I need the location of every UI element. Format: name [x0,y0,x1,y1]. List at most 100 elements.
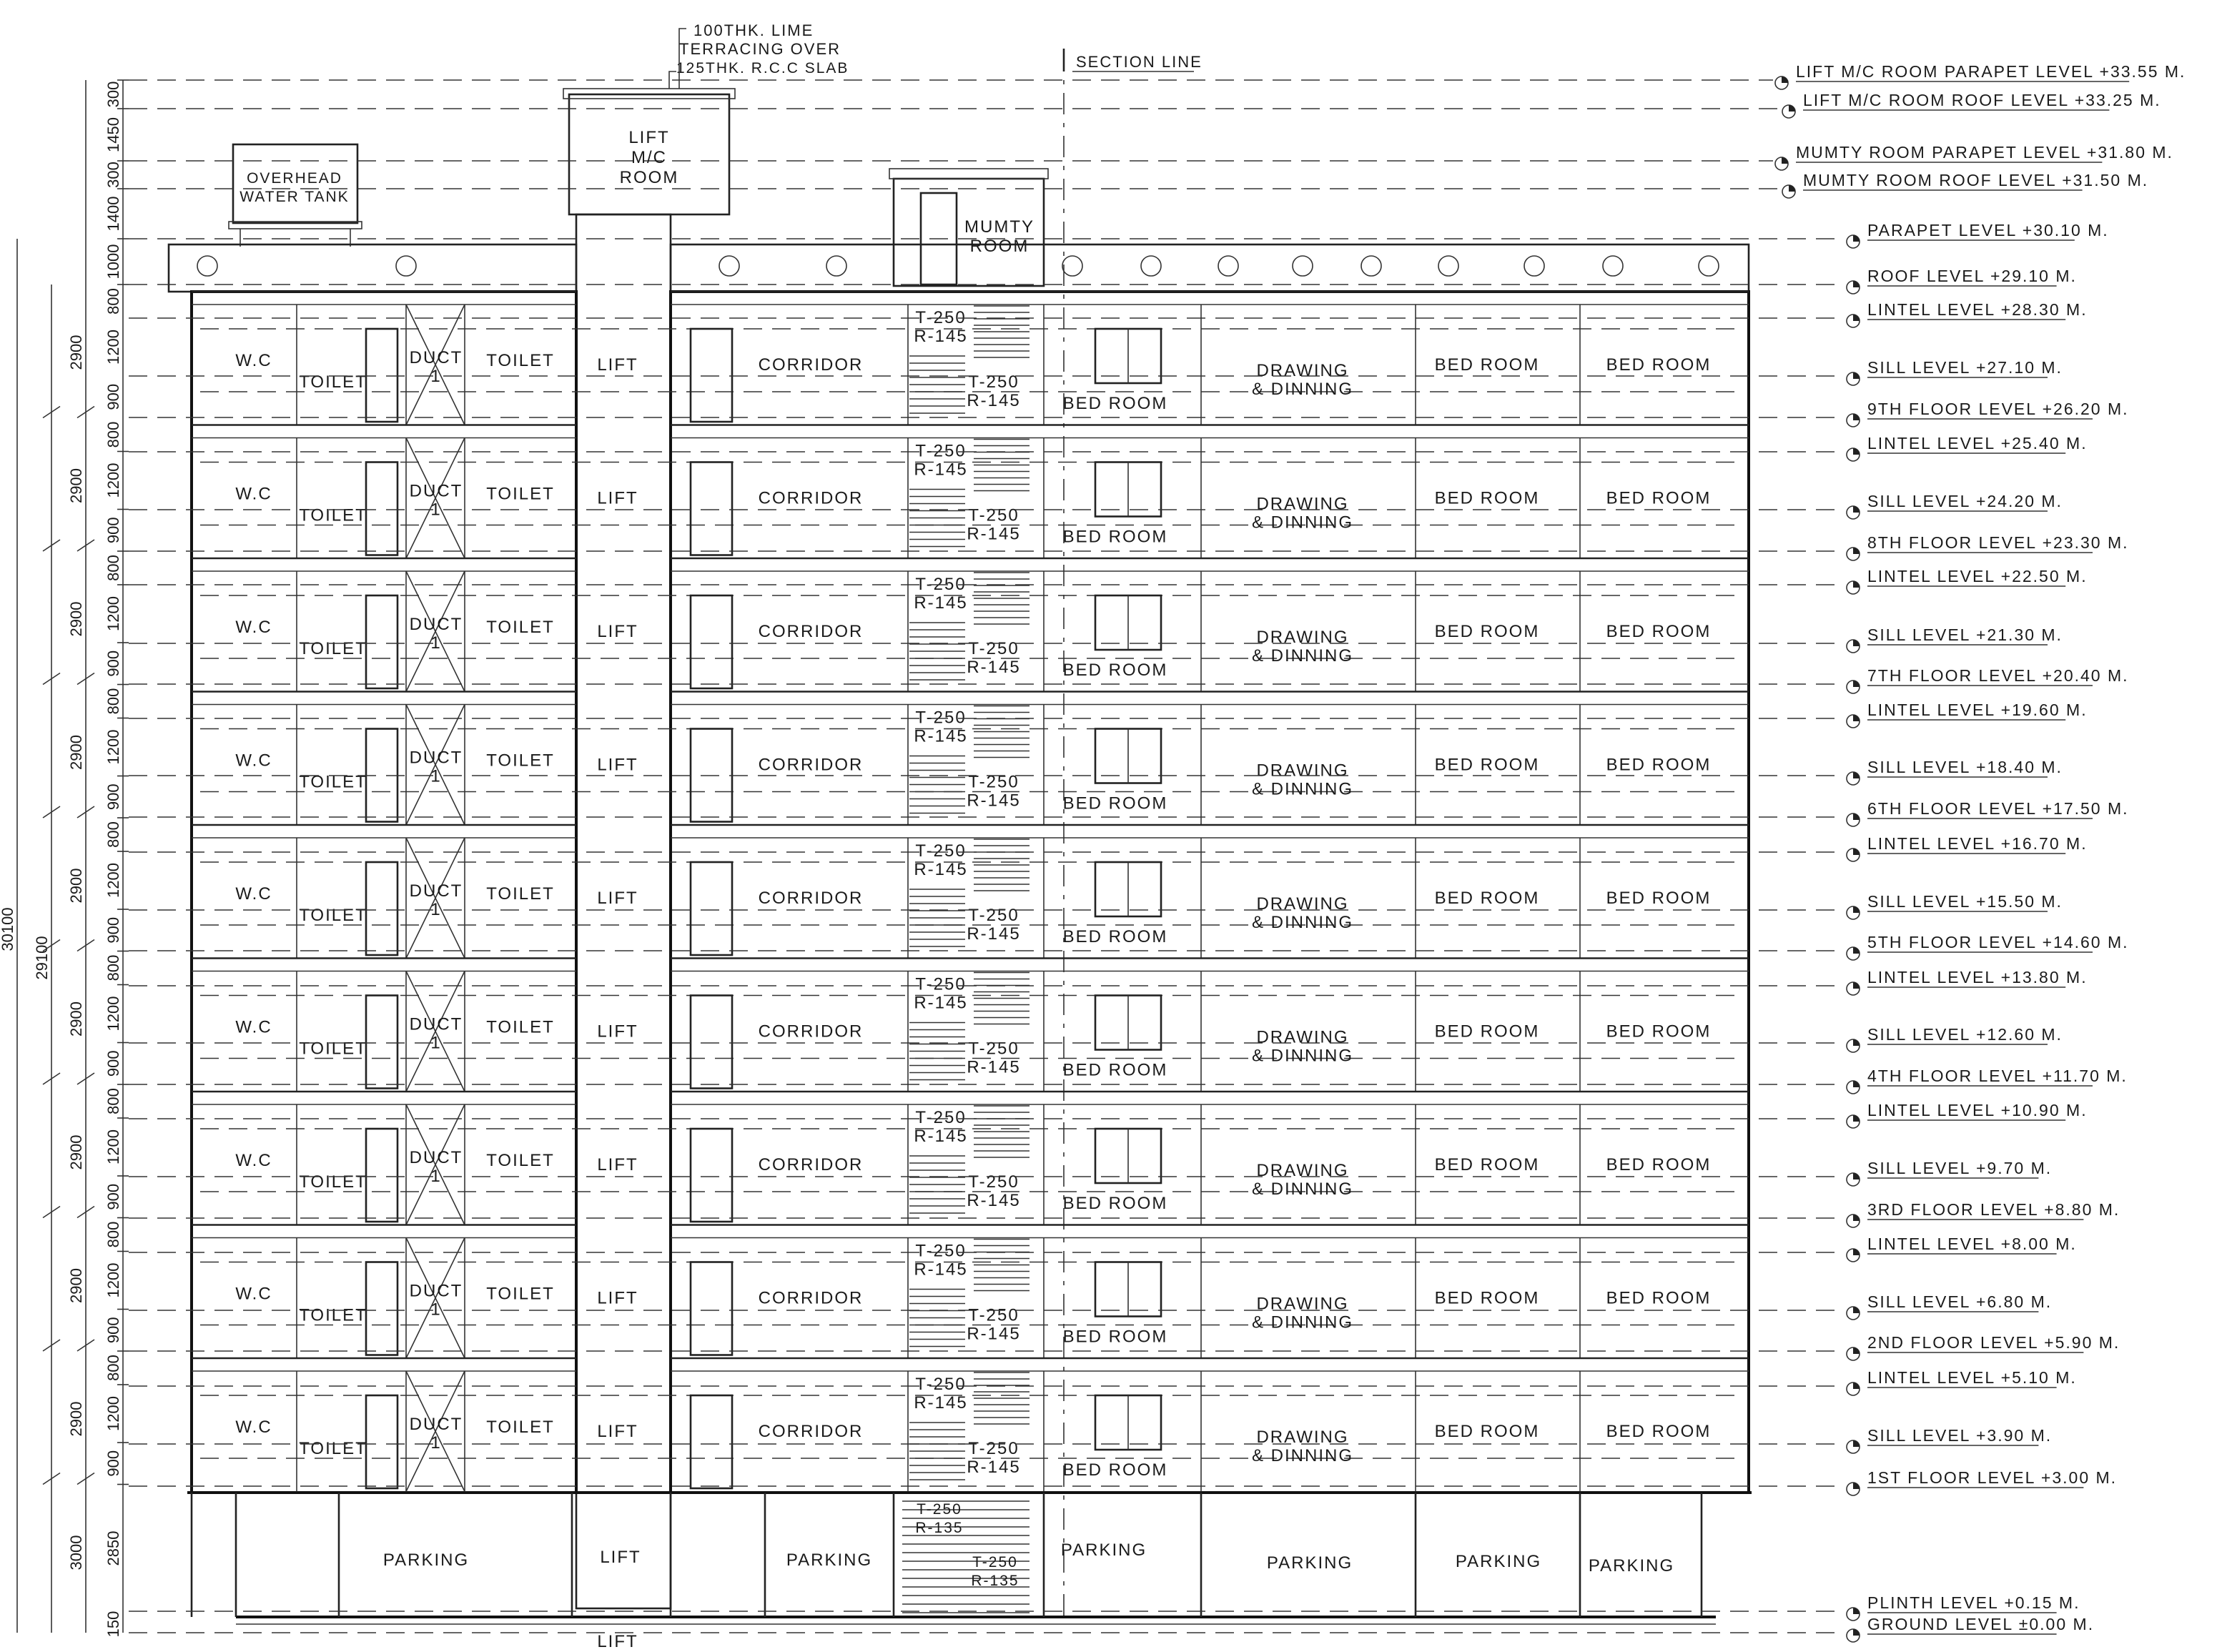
floor-chain-dim: 1200 [104,463,122,498]
duct-label: DUCT [410,615,463,634]
level-marker: 3RD FLOOR LEVEL +8.80 M. [129,1200,2118,1228]
level-label: LINTEL LEVEL +5.10 M. [1867,1368,2077,1387]
parapet-opening [395,255,417,277]
level-label: 6TH FLOOR LEVEL +17.50 M. [1867,799,2129,818]
stair-riser-label: R-145 [967,1058,1020,1077]
stair-tread-label: T-250 [968,1172,1019,1192]
duct-label: DUCT [410,1015,463,1034]
bedroom-label: BED ROOM [1063,794,1168,813]
lift-label: LIFT [597,1632,638,1651]
toilet-door [365,1261,399,1356]
toilet-label: TOILET [486,351,555,370]
bedroom-label: BED ROOM [1435,622,1540,641]
wc-label: W.C [235,618,272,637]
floor-chain-dim: 800 [104,688,122,715]
level-marker: SILL LEVEL +3.90 M. [129,1426,2050,1454]
toilet-label: TOILET [486,751,555,771]
stair-tread-label: T-250 [968,372,1019,392]
floor-height-dim: 2900 [67,1402,85,1437]
duct-number: 1 [430,767,441,786]
corridor-label: CORRIDOR [759,1022,864,1042]
floor-height-dim: 2900 [67,468,85,503]
stair-tread-label: T-250 [917,1501,962,1518]
level-marker: LIFT M/C ROOM ROOF LEVEL +33.25 M. [129,91,2161,119]
top-chain-dim: 800 [104,288,122,315]
level-label: MUMTY ROOM ROOF LEVEL +31.50 M. [1803,171,2148,189]
drawing-label: & DINNING [1252,1047,1353,1066]
level-marker: 6TH FLOOR LEVEL +17.50 M. [129,799,2129,827]
level-label: GROUND LEVEL ±0.00 M. [1867,1615,2094,1633]
duct-number: 1 [430,900,441,919]
floor-chain-dim: 800 [104,422,122,448]
bedroom-label: BED ROOM [1435,489,1540,508]
duct-label: DUCT [410,1415,463,1434]
toilet-door [365,1394,399,1490]
level-label: LINTEL LEVEL +19.60 M. [1867,701,2088,719]
stair-tread-label: T-250 [968,1039,1019,1059]
floor-chain-dim: 1200 [104,330,122,365]
floor-height-dim: 2900 [67,602,85,637]
tank-label: WATER TANK [240,189,349,205]
stair-riser-label: R-145 [967,658,1020,677]
stair-riser-label: R-145 [967,1191,1020,1210]
stair-tread-label: T-250 [968,506,1019,525]
level-marker: ROOF LEVEL +29.10 M. [129,267,2075,295]
floor-chain-dim: 800 [104,821,122,848]
level-label: 4TH FLOOR LEVEL +11.70 M. [1867,1067,2128,1085]
level-label: 5TH FLOOR LEVEL +14.60 M. [1867,933,2129,951]
level-label: LINTEL LEVEL +10.90 M. [1867,1101,2088,1119]
parapet-opening [719,255,740,277]
wc-label: W.C [235,1151,272,1170]
bedroom-label: BED ROOM [1435,1289,1540,1308]
toilet-label: TOILET [486,1018,555,1037]
floor-chain-dim: 900 [104,917,122,944]
level-marker: LINTEL LEVEL +8.00 M. [129,1235,2075,1262]
floor-chain-dim: 900 [104,1184,122,1210]
floor-chain-dim: 900 [104,384,122,410]
plinth-dim: 150 [104,1611,122,1638]
lift-mc-label: ROOM [620,168,679,187]
parapet-opening [826,255,847,277]
corridor-door [689,327,734,423]
toilet-label: TOILET [299,1306,367,1325]
level-marker: 9TH FLOOR LEVEL +26.20 M. [129,400,2128,427]
level-marker: GROUND LEVEL ±0.00 M. [129,1615,2094,1643]
bedroom-label: BED ROOM [1606,889,1712,908]
parking-label: PARKING [786,1550,872,1570]
stair-tread-label: T-250 [915,1108,966,1127]
level-marker: PARAPET LEVEL +30.10 M. [129,221,2108,249]
top-chain-dim: 1400 [104,197,122,232]
floor-height-dim: 2900 [67,869,85,904]
wc-label: W.C [235,751,272,771]
level-marker: LINTEL LEVEL +10.90 M. [129,1101,2088,1129]
wc-label: W.C [235,1418,272,1437]
overhead-water-tank [232,143,359,224]
level-label: LINTEL LEVEL +13.80 M. [1867,968,2088,986]
parapet-opening [1698,255,1719,277]
parking-label: PARKING [383,1550,469,1570]
lift-label: LIFT [600,1548,641,1567]
ground-height-dim: 3000 [67,1535,85,1571]
level-label: 8TH FLOOR LEVEL +23.30 M. [1867,533,2129,552]
level-marker: SILL LEVEL +24.20 M. [129,492,2063,520]
bedroom-label: BED ROOM [1435,756,1540,775]
stair-riser-label: R-145 [914,1127,967,1146]
corridor-door [689,1261,734,1356]
wc-label: W.C [235,884,272,904]
level-annotations: LIFT M/C ROOM PARAPET LEVEL +33.55 M.LIF… [129,62,2184,1643]
level-label: SILL LEVEL +24.20 M. [1867,492,2063,510]
drawing-label: DRAWING [1256,894,1348,914]
stair-riser-label: R-135 [971,1573,1019,1589]
parapet-opening [1062,255,1083,277]
mumty-door [919,192,958,286]
level-marker: 2ND FLOOR LEVEL +5.90 M. [129,1333,2118,1361]
level-label: LIFT M/C ROOM ROOF LEVEL +33.25 M. [1803,91,2161,109]
bedroom-label: BED ROOM [1063,661,1168,680]
corridor-label: CORRIDOR [759,1422,864,1441]
overall-height-dim: 30100 [0,907,16,951]
wc-label: W.C [235,1285,272,1304]
